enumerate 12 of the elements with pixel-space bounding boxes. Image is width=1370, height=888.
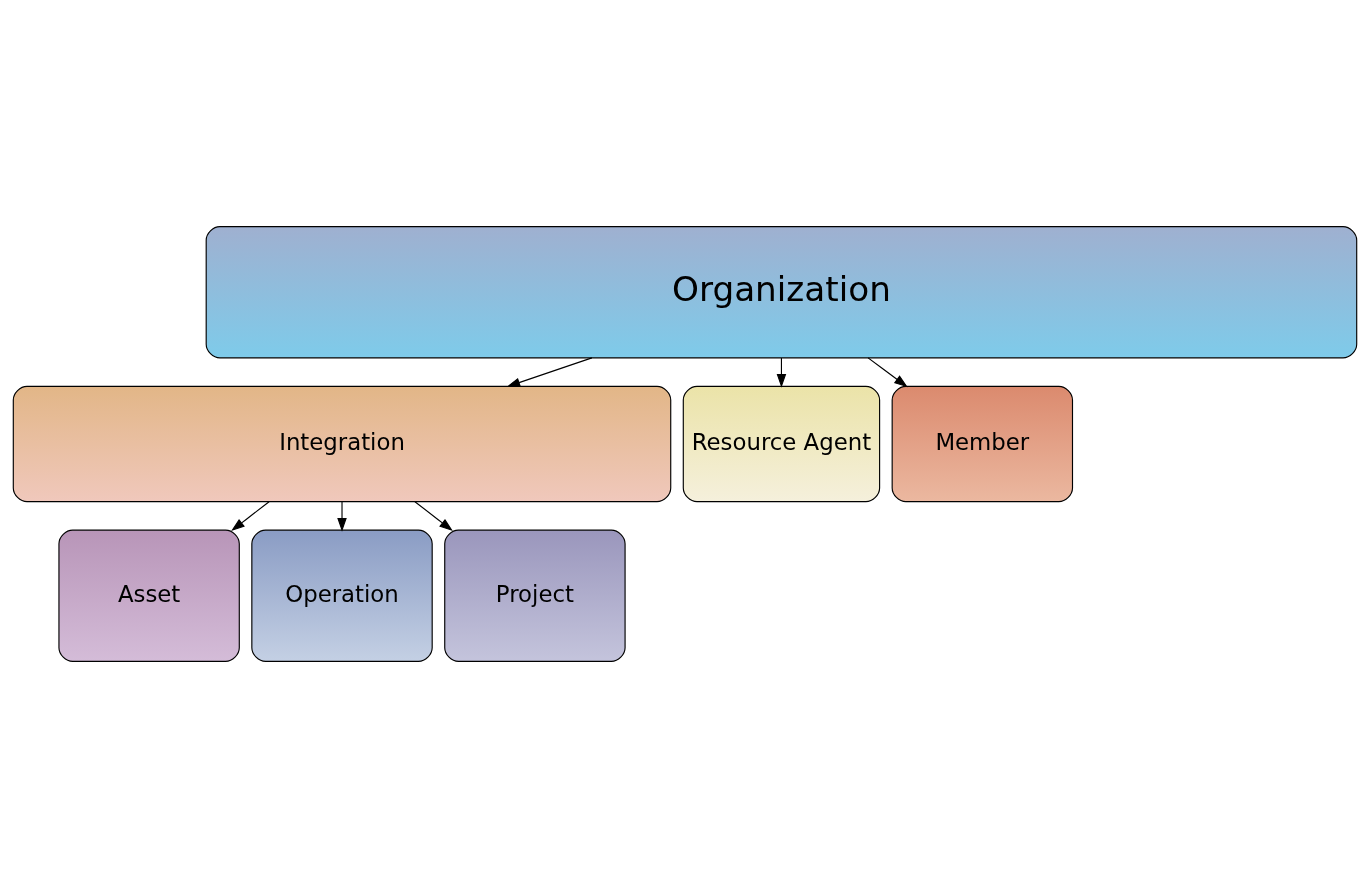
- arrow: [867, 357, 908, 388]
- arrow: [414, 501, 453, 532]
- node-box: Resource Agent: [682, 385, 881, 503]
- node-box: Asset: [58, 529, 240, 662]
- arrow: [231, 501, 270, 532]
- arrow: [506, 357, 593, 387]
- arrow: [337, 501, 347, 532]
- node-box: Project: [444, 529, 626, 662]
- node-box: Operation: [251, 529, 433, 662]
- node-box: Integration: [12, 385, 672, 503]
- node-box: Member: [891, 385, 1074, 503]
- node-box: Organization: [205, 226, 1358, 359]
